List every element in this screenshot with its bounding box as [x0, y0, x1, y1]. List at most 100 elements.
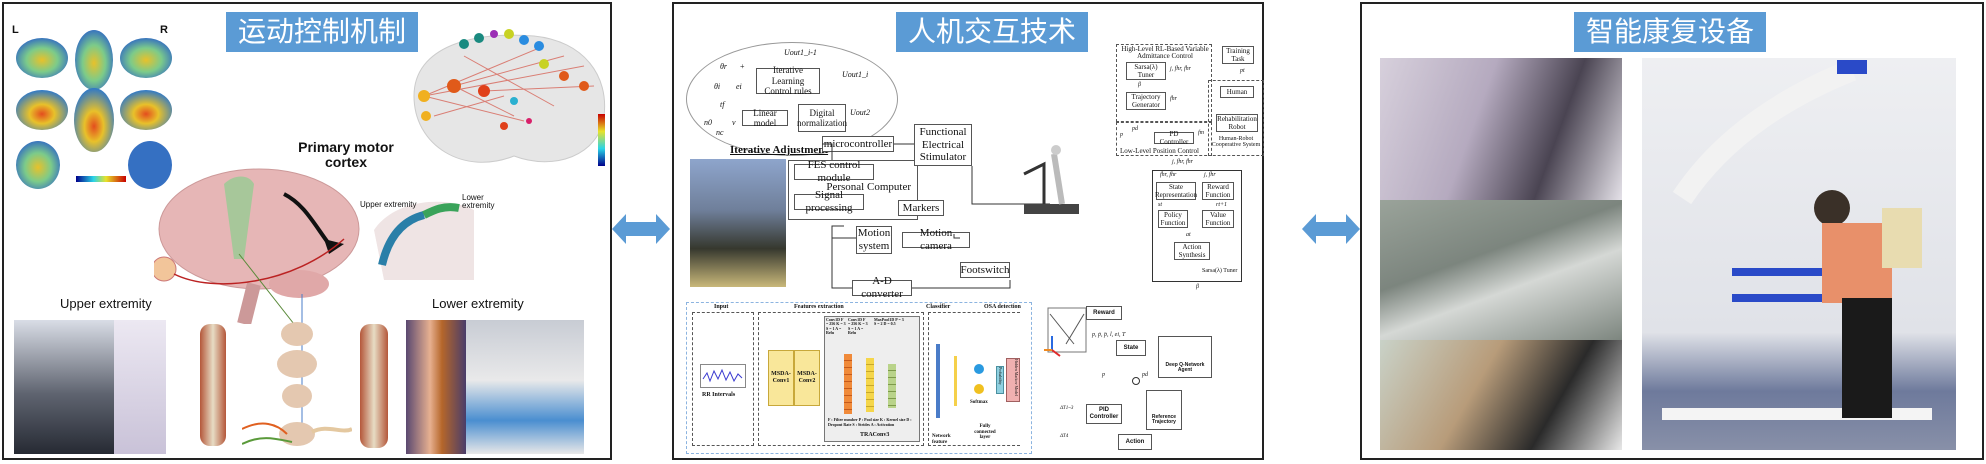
connector-double-arrow-right: [1302, 214, 1360, 244]
rl-feedback-signal: j, fhr, fhr: [1170, 66, 1192, 72]
connector-double-arrow-left: [612, 214, 670, 244]
high-level-rl-label: High-Level RL-Based Variable Admittance …: [1121, 45, 1209, 61]
motion-camera-block: Motion camera: [902, 227, 970, 252]
state-input-signals: p, ṗ, p̈, l, ei, T: [1092, 332, 1126, 338]
state-input-signal: fhr, fhr: [1160, 172, 1177, 178]
theta-i-signal: θi: [714, 82, 721, 91]
lower-extremity-photo-emg-array: [406, 320, 466, 454]
digital-normalization-block: Digital normalization: [797, 104, 847, 132]
footswitch-block: Footswitch: [960, 262, 1010, 278]
upper-extremity-photo-emg-array: [114, 320, 166, 454]
panel-devices: 智能康复设备: [1360, 2, 1984, 460]
homunculus-lower-label: Lower extremity: [462, 193, 495, 210]
panel-title: 运动控制机制: [226, 12, 419, 52]
softmax-label: Softmax: [970, 400, 988, 405]
fc-layer-bar: [954, 356, 957, 406]
softmax-node-o: [974, 384, 984, 394]
network-layer-bar: [936, 344, 940, 418]
reference-trajectory-block: Reference Trajectory: [1146, 390, 1182, 430]
trajectory-generator-block: Trajectory Generator: [1126, 92, 1166, 110]
treadmill-fes-photo: [690, 159, 786, 287]
low-level-position-label: Low-Level Position Control: [1120, 147, 1199, 155]
beta-signal-top: β: [1138, 82, 1141, 88]
personal-computer-label: Personal Computer: [826, 181, 911, 193]
conv1d-a-params: Conv1D F = 256 K = 3 S = 1 A = Relu: [826, 317, 846, 336]
stage-classifier-label: Classifier: [926, 304, 951, 310]
v-signal: v: [732, 118, 736, 127]
iterative-adjustment-caption: Iterative Adjustment: [730, 144, 829, 156]
pd-controller-block: PD Controller: [1154, 130, 1194, 146]
conv-b-feature-map: [866, 358, 874, 412]
osa-detection-diagram: [686, 302, 1032, 454]
human-block: Human: [1220, 86, 1254, 98]
functional-electrical-stimulator-block: Functional Electrical Stimulator: [914, 124, 972, 166]
pt-signal: pt: [1240, 68, 1245, 74]
rehabilitation-robot-block: Rehabilitation Robot: [1216, 114, 1258, 132]
msda-conv1-block: MSDA-Conv1: [768, 350, 794, 406]
probability-block: Probability: [996, 366, 1004, 394]
stage-osa-label: OSA detection: [984, 304, 1021, 310]
primary-motor-cortex-label: Primary motor cortex: [298, 139, 394, 170]
sarsa-tuner-block: Sarsa(λ) Tuner: [1126, 62, 1166, 80]
softmax-node-n: [974, 364, 984, 374]
conv1d-b-params: Conv1D F = 256 K = 3 S = 1 A = Relu: [848, 317, 868, 336]
ankle-rehab-device-photo: [1380, 200, 1622, 340]
iterative-adjustment-ellipse: [686, 42, 898, 156]
ilc-rules-block: Iterative Learning Control rules: [756, 65, 820, 96]
sarsa-tuner-frame: [1152, 170, 1242, 282]
fhr-signal: fhr: [1170, 96, 1178, 102]
conv-a-feature-map: [844, 354, 852, 414]
stage-features-label: Features extraction: [794, 304, 844, 310]
st-signal: st: [1158, 202, 1163, 208]
sarsa-tuner-frame-label: Sarsa(λ) Tuner: [1202, 268, 1238, 274]
classifier-frame: [928, 312, 1020, 446]
rr-intervals-waveform: [700, 364, 746, 388]
panel-hci: 人机交互技术 Uout1_i-1 θr θi ei + Iterative Le…: [672, 2, 1264, 460]
input-frame: [692, 312, 754, 446]
motion-system-block: Motion system: [856, 226, 892, 254]
delta-t13-signal: ΔT1~3: [1060, 406, 1074, 411]
leg-muscle-illustration: [360, 324, 388, 448]
at-signal: at: [1186, 232, 1191, 238]
homunculus-illustration: [364, 190, 494, 290]
microcontroller-block: microcontroller: [822, 136, 894, 152]
action-synthesis-block: Action Synthesis: [1174, 242, 1210, 260]
lower-extremity-photo-gait: [466, 320, 584, 454]
value-function-block: Value Function: [1202, 210, 1234, 228]
left-hemisphere-label: L: [12, 24, 19, 36]
reward-input-signal: j, fhr: [1204, 172, 1216, 178]
ilc-feedback-signal: Uout1_i-1: [784, 48, 817, 57]
p-signal: p: [1102, 372, 1105, 378]
reward-block: Reward: [1086, 306, 1122, 320]
pd-signal: pd: [1142, 372, 1148, 378]
right-hemisphere-label: R: [160, 24, 168, 36]
state-block: State: [1116, 340, 1146, 356]
lower-extremity-caption: Lower extremity: [432, 296, 524, 311]
fm-signal: fm: [1198, 130, 1204, 136]
reward-function-block: Reward Function: [1202, 182, 1234, 200]
network-feature-label: Network feature: [932, 434, 951, 445]
ilc-output-signal: Uout1_i: [842, 70, 869, 79]
features-frame: [758, 312, 924, 446]
homunculus-upper-label: Upper extremity: [360, 200, 417, 209]
knee-exoskeleton-photo: [1380, 340, 1622, 450]
treadmill-walker-illustration: [1014, 134, 1084, 274]
fc-layer-label: Fully connected layer: [974, 424, 996, 440]
linear-model-block: Linear model: [742, 108, 788, 128]
n0-signal: n0: [704, 118, 712, 127]
rr-intervals-label: RR Intervals: [702, 392, 736, 398]
panel-title: 人机交互技术: [896, 12, 1089, 52]
maxpool-feature-map: [888, 364, 896, 408]
upper-extremity-photo-eeg: [14, 320, 114, 454]
low-level-position-frame: [1116, 122, 1212, 156]
brain-surface-maps: [14, 30, 174, 190]
nc-signal: nc: [716, 128, 724, 137]
error-signal: ei: [736, 82, 742, 91]
maxpool-params: MaxPool1D P = 3 S = 2 D = 0.5: [874, 317, 904, 327]
dqn-agent-block: Deep Q-Network Agent: [1158, 336, 1212, 378]
pid-controller-block: PID Controller: [1086, 404, 1122, 424]
hmm-block: Hidden Markov Model: [1006, 358, 1020, 402]
spinal-cord-illustration: [241, 294, 353, 454]
connectivity-colorbar: [598, 114, 605, 166]
delta-t4-signal: ΔT4: [1060, 434, 1069, 439]
